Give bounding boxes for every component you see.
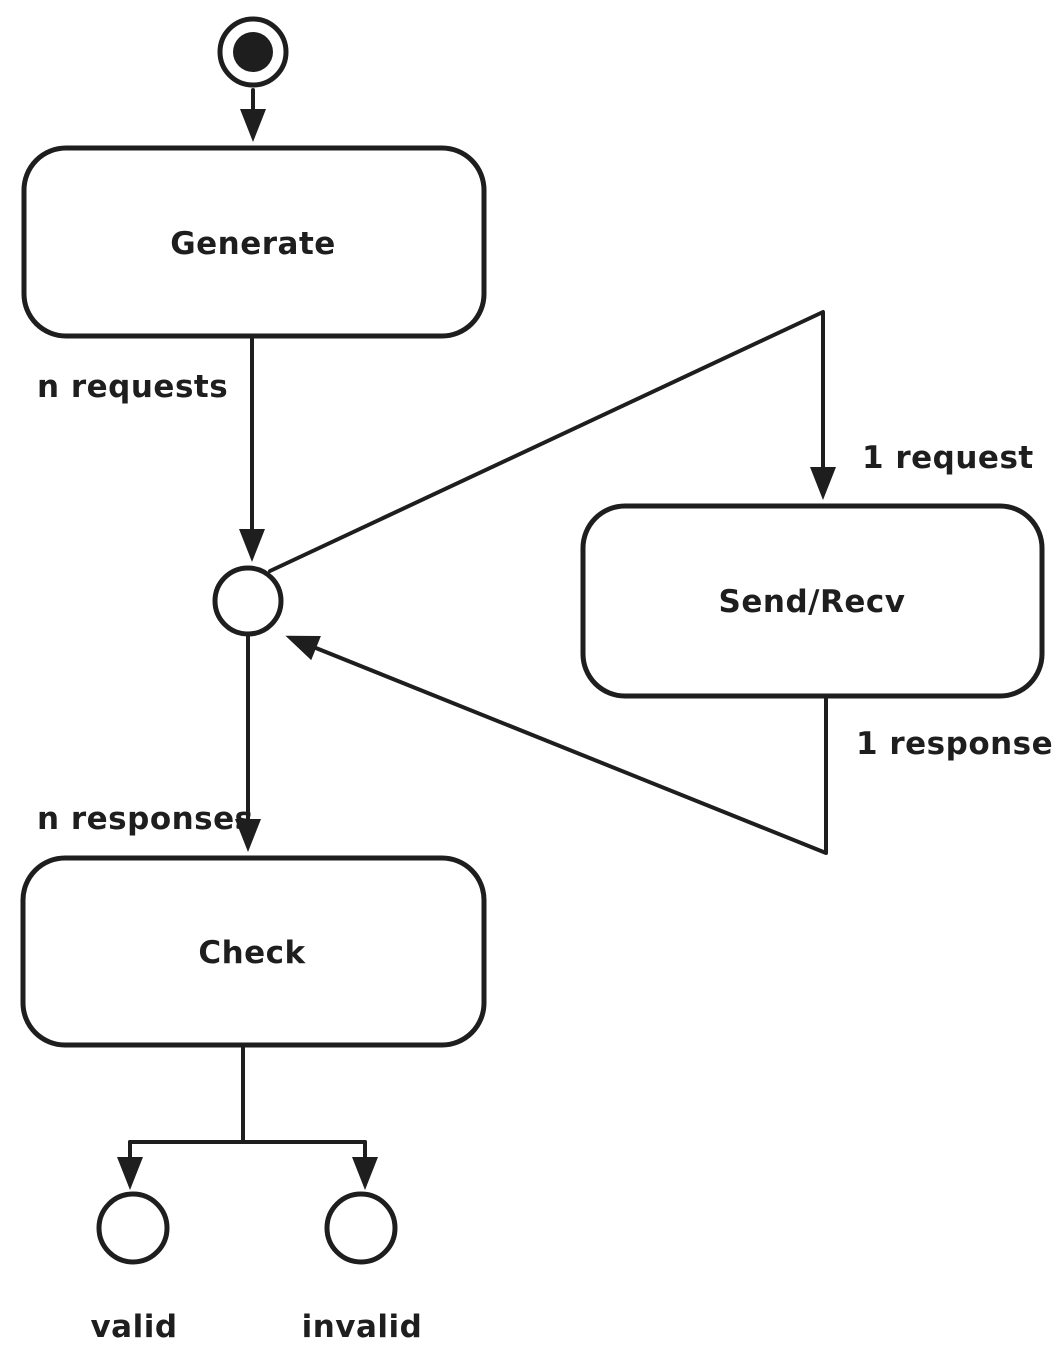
edge-sendrecv-to-merge: [285, 635, 828, 855]
valid-end-node: [96, 1191, 170, 1265]
merge-node: [212, 565, 284, 637]
check-node: [20, 855, 487, 1048]
edge-merge-to-sendrecv: [268, 310, 836, 573]
edge-check-split: [128, 1044, 367, 1144]
send-recv-node-label: Send/Recv: [719, 584, 906, 620]
edge-label-1-response: 1 response: [856, 726, 1053, 762]
edge-label-n-requests: n requests: [37, 369, 228, 405]
invalid-end-node: [324, 1191, 398, 1265]
edge-label-1-request: 1 request: [862, 440, 1034, 476]
edge-label-n-responses: n responses: [37, 801, 254, 837]
valid-end-label: valid: [90, 1309, 177, 1345]
generate-node: [21, 145, 487, 339]
invalid-end-label: invalid: [302, 1309, 423, 1345]
send-recv-node: [580, 503, 1045, 699]
start-node-core-icon: [233, 32, 273, 72]
check-node-label: Check: [198, 935, 306, 971]
generate-node-label: Generate: [170, 226, 336, 262]
